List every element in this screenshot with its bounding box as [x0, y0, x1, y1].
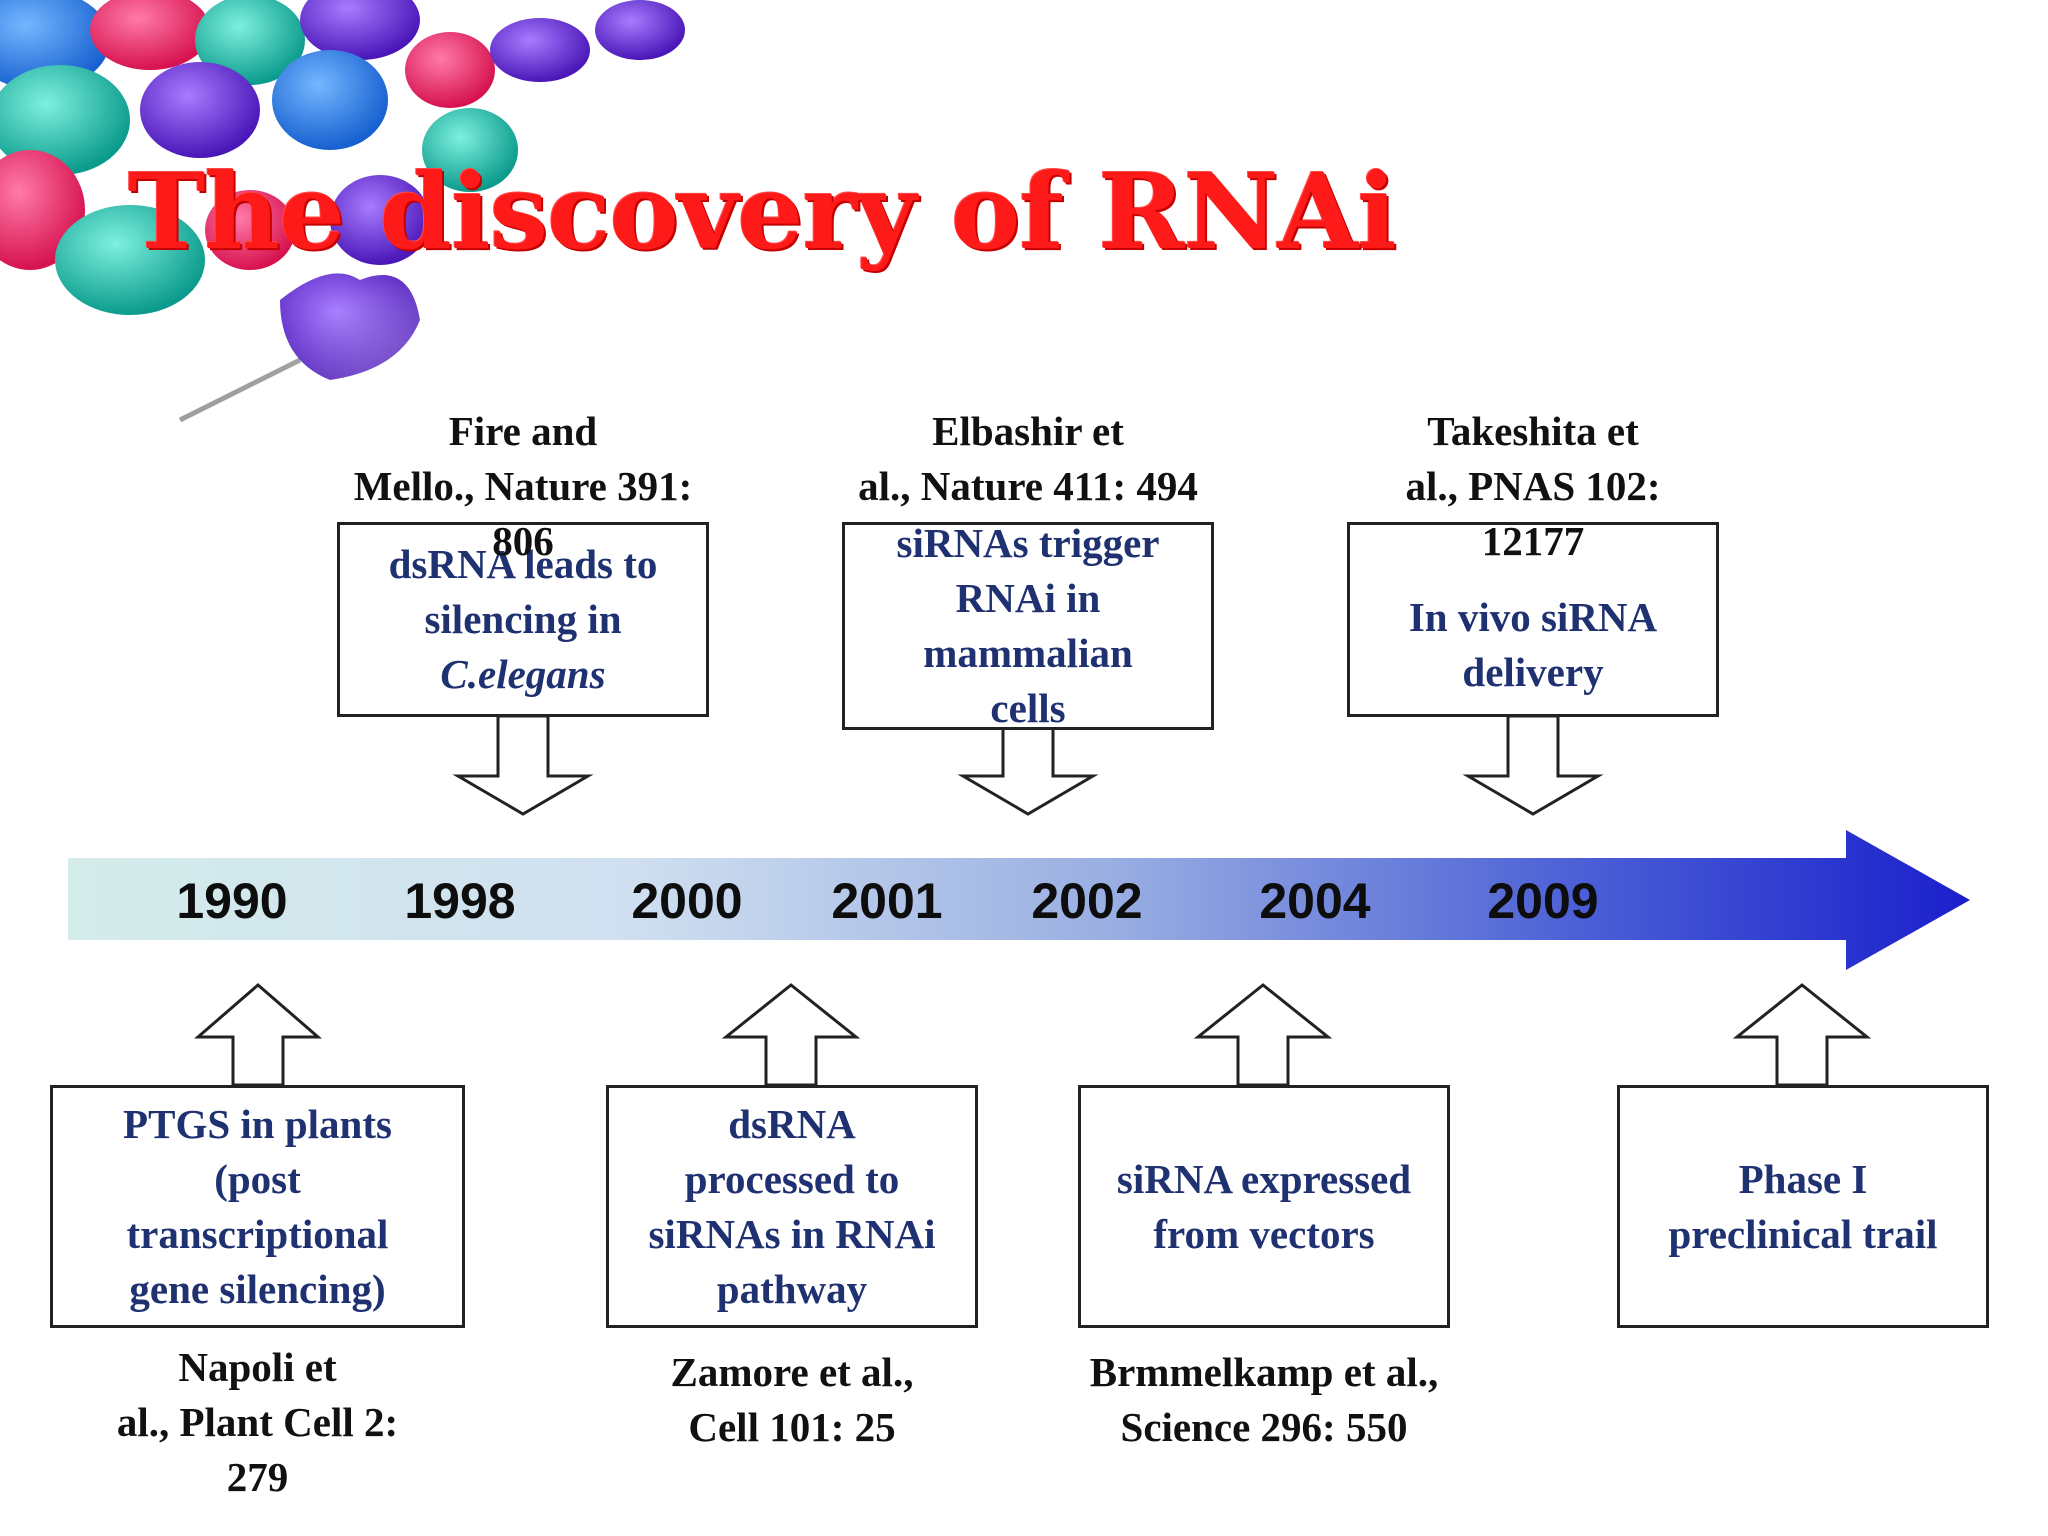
down-arrow — [957, 726, 1099, 816]
year-2009: 2009 — [1487, 873, 1599, 929]
up-arrow — [193, 983, 323, 1087]
event-box-1998: dsRNA leads to silencing in C.elegans — [337, 522, 709, 717]
event-reference-2002: Brmmelkamp et al., Science 296: 550 — [1089, 1349, 1439, 1450]
event-description: dsRNA leads to silencing in — [388, 541, 658, 642]
year-2004: 2004 — [1259, 873, 1371, 929]
event-reference-1998: Fire and Mello., Nature 391: 806 — [353, 408, 693, 564]
event-reference-2000: Zamore et al., Cell 101: 25 — [670, 1349, 914, 1450]
event-reference-2001: Elbashir et al., Nature 411: 494 — [858, 408, 1198, 509]
event-description: dsRNA processed to siRNAs in RNAi pathwa… — [648, 1100, 936, 1312]
year-1998: 1998 — [404, 873, 516, 929]
down-arrow — [1462, 714, 1604, 816]
year-2001: 2001 — [831, 873, 943, 929]
event-box-2009: Phase I preclinical trail — [1617, 1085, 1989, 1328]
event-description: PTGS in plants (post transcriptional gen… — [123, 1100, 392, 1312]
event-reference-2004: Takeshita et al., PNAS 102: 12177 — [1405, 408, 1661, 564]
slide-title: The discovery of RNAi — [128, 150, 1397, 273]
up-arrow — [1193, 983, 1333, 1087]
event-reference-1990: Napoli et al., Plant Cell 2: 279 — [116, 1344, 399, 1500]
event-description: Phase I preclinical trail — [1668, 1155, 1938, 1257]
event-description: In vivo siRNA delivery — [1408, 593, 1658, 695]
event-box-2004: In vivo siRNA delivery — [1347, 522, 1719, 717]
event-box-2000: dsRNA processed to siRNAs in RNAi pathwa… — [606, 1085, 978, 1328]
event-description-italic: C.elegans — [440, 651, 606, 697]
year-2002: 2002 — [1031, 873, 1143, 929]
year-2000: 2000 — [631, 873, 743, 929]
push-pins-image — [0, 0, 720, 470]
up-arrow — [1732, 983, 1872, 1087]
event-box-2001: siRNAs trigger RNAi in mammalian cells — [842, 520, 1214, 731]
year-1990: 1990 — [176, 873, 288, 929]
event-box-1990: PTGS in plants (post transcriptional gen… — [50, 1085, 465, 1328]
event-box-2002: siRNA expressed from vectors — [1078, 1085, 1450, 1328]
up-arrow — [721, 983, 861, 1087]
event-description: siRNA expressed from vectors — [1116, 1155, 1412, 1257]
down-arrow — [452, 714, 594, 816]
event-description: siRNAs trigger RNAi in mammalian cells — [896, 520, 1160, 731]
